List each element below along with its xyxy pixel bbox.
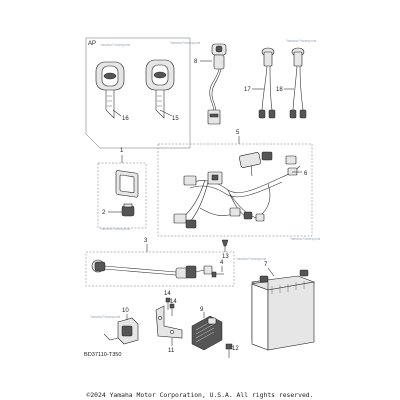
callout-8: 8 <box>194 59 198 65</box>
bolt-12[interactable] <box>225 343 233 358</box>
bolt-14a[interactable] <box>165 297 171 310</box>
copyright: ©2024 Yamaha Motor Corporation, U.S.A. A… <box>86 391 314 399</box>
callout-2: 2 <box>102 210 106 216</box>
battery-7[interactable] <box>250 269 316 351</box>
callout-16: 16 <box>122 116 129 122</box>
relay-1[interactable] <box>115 170 139 198</box>
callout-6: 6 <box>304 171 308 177</box>
callout-13: 13 <box>222 254 229 260</box>
key-15[interactable] <box>145 59 175 119</box>
callout-5: 5 <box>236 130 240 136</box>
harness-group-5 <box>157 143 313 237</box>
diagram-code: BD37110-T350 <box>84 352 122 358</box>
watermark: Yamaha Powersports <box>290 237 321 241</box>
clip-13[interactable] <box>221 239 229 247</box>
callout-17: 17 <box>244 87 251 93</box>
callout-18: 18 <box>276 87 283 93</box>
cable-assembly-3[interactable] <box>91 259 213 279</box>
watermark: Yamaha Powersports <box>170 41 201 45</box>
callout-10: 10 <box>122 308 129 314</box>
switch-17[interactable] <box>258 47 276 119</box>
callout-7: 7 <box>264 262 268 268</box>
watermark: Yamaha Powersports <box>100 43 131 47</box>
rectifier-9[interactable] <box>191 315 223 351</box>
component-10[interactable] <box>103 317 139 345</box>
relay-group-1 <box>97 162 147 229</box>
callout-12: 12 <box>232 346 239 352</box>
relay-bracket-2[interactable] <box>121 203 135 217</box>
main-switch-8[interactable] <box>207 43 227 125</box>
watermark: Yamaha Powersports <box>100 227 131 231</box>
callout-4: 4 <box>220 260 224 266</box>
callout-14b: 14 <box>170 299 177 305</box>
watermark: Yamaha Powersports <box>236 257 267 261</box>
wire-harness-6[interactable] <box>173 151 301 229</box>
callout-3: 3 <box>144 238 148 244</box>
bolt-4[interactable] <box>211 271 224 278</box>
bracket-11[interactable] <box>155 305 183 339</box>
key-group-ap: AP Yamaha Powersports Yamaha Powersports <box>85 37 201 149</box>
key-16[interactable] <box>95 61 125 119</box>
switch-18[interactable] <box>289 47 307 119</box>
group-label-ap: AP <box>88 41 96 47</box>
callout-1: 1 <box>120 148 124 154</box>
watermark: Yamaha Powersports <box>286 39 317 43</box>
bolt-14b[interactable] <box>169 303 175 316</box>
callout-15: 15 <box>172 116 179 122</box>
cable-group-3 <box>85 251 235 287</box>
callout-9: 9 <box>200 307 204 313</box>
callout-14a: 14 <box>164 291 171 297</box>
watermark: Yamaha Powersports <box>90 315 121 319</box>
callout-11: 11 <box>168 348 175 354</box>
